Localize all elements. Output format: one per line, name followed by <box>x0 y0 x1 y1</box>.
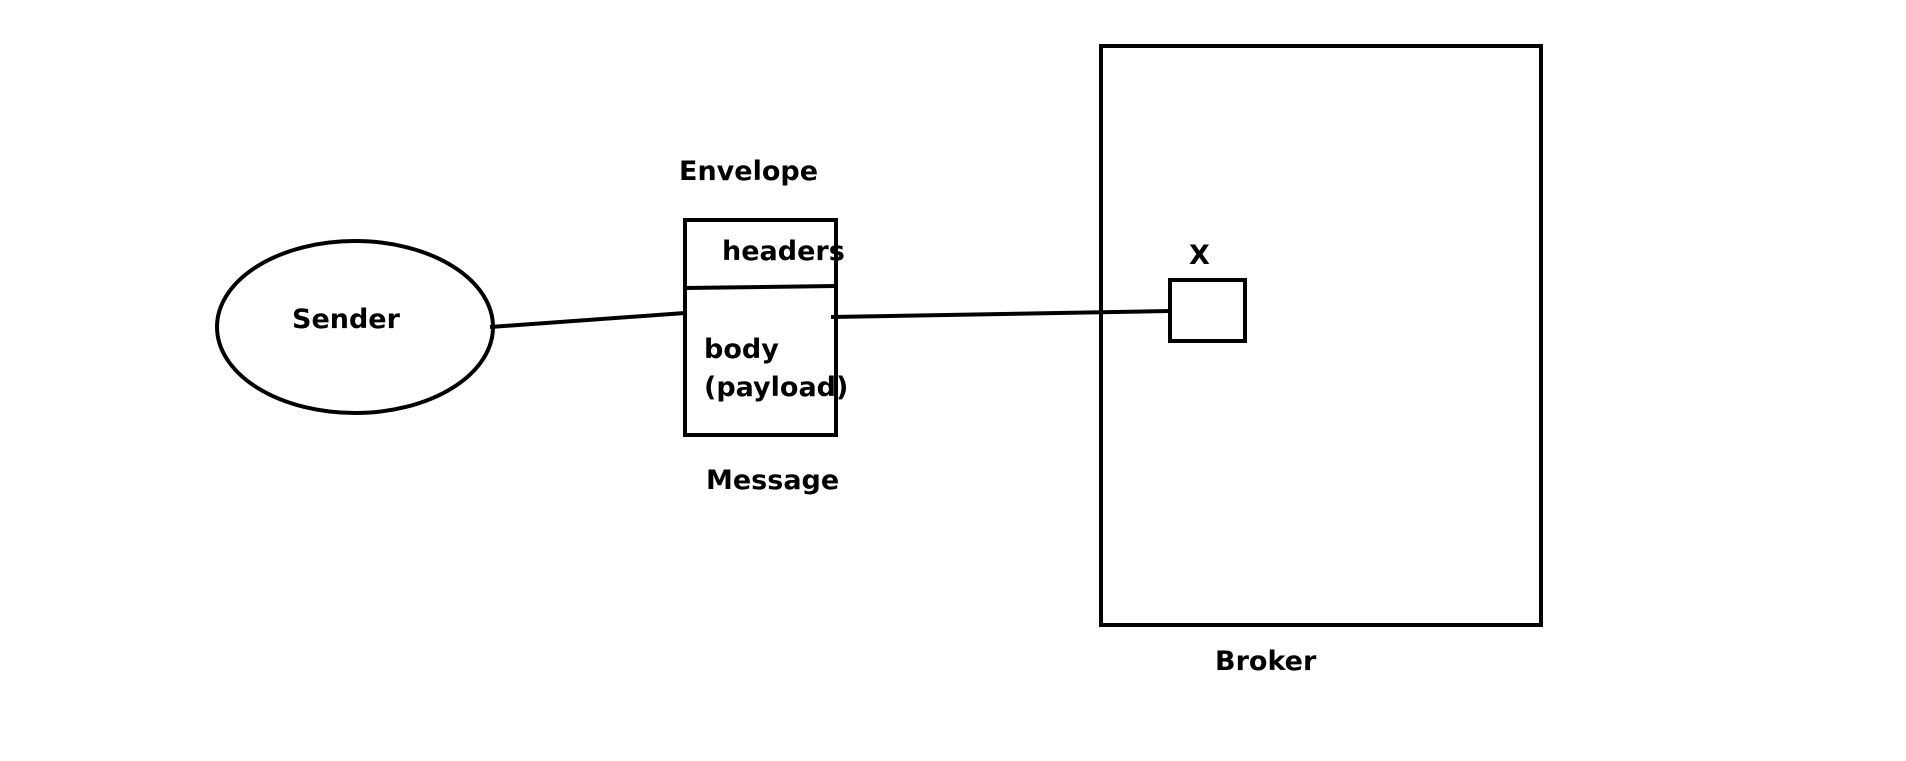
broker-box <box>1099 44 1543 627</box>
message-to-exchange-connector <box>830 309 1171 319</box>
exchange-box <box>1168 278 1247 343</box>
headers-label: headers <box>722 236 845 267</box>
envelope-label: Envelope <box>679 156 818 187</box>
exchange-label: X <box>1189 240 1210 271</box>
headers-divider <box>684 284 837 290</box>
body-label: body <box>704 334 779 365</box>
broker-node: X Broker <box>1099 44 1543 677</box>
message-label: Message <box>706 465 839 496</box>
sender-label: Sender <box>292 304 401 335</box>
payload-label: (payload) <box>704 372 848 403</box>
sender-node: Sender <box>215 239 495 415</box>
sender-to-message-connector <box>489 311 686 329</box>
message-envelope: Envelope headers body (payload) Message <box>679 156 848 496</box>
message-box <box>683 218 838 437</box>
broker-label: Broker <box>1215 646 1317 677</box>
